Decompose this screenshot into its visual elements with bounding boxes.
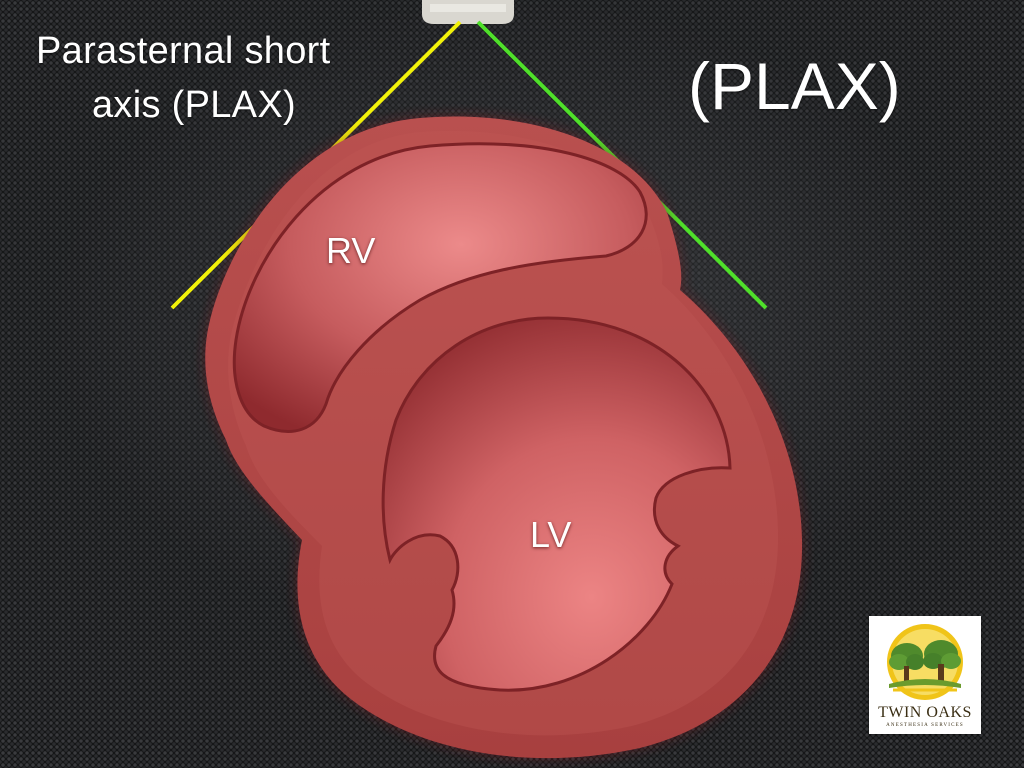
label-rv: RV — [326, 230, 376, 271]
logo-tagline: ANESTHESIA SERVICES — [886, 723, 964, 728]
ultrasound-probe-icon — [422, 0, 514, 24]
lv-cavity — [381, 316, 732, 692]
oak-trees-logo — [887, 624, 963, 700]
subtitle-line-2: axis (PLAX) — [92, 84, 296, 126]
subtitle-line-1: Parasternal short — [36, 30, 331, 72]
logo-name: TWIN OAKS — [878, 704, 972, 721]
twin-oaks-logo: TWIN OAKS ANESTHESIA SERVICES — [869, 616, 981, 734]
label-lv: LV — [530, 514, 572, 555]
title-abbreviation: (PLAX) — [688, 49, 901, 123]
rv-cavity — [232, 142, 648, 433]
